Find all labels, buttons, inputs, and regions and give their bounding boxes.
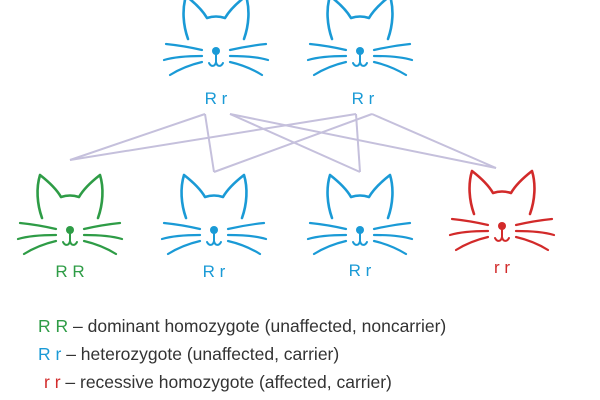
cross-line	[229, 113, 497, 169]
offspring-cat-1-genotype: R R	[55, 262, 84, 281]
cross-line	[371, 113, 497, 169]
parent-cat-1-genotype: R r	[205, 89, 228, 108]
cross-line	[204, 113, 215, 173]
cross-line	[69, 113, 206, 161]
offspring-cat-2-genotype: R r	[203, 262, 226, 281]
legend-description: – recessive homozygote (affected, carrie…	[60, 372, 392, 392]
legend-row: R r – heterozygote (unaffected, carrier)	[38, 340, 446, 368]
cross-line	[69, 113, 357, 161]
parent-cat-2: R r	[306, 0, 414, 108]
offspring-cat-1: R R	[16, 173, 124, 281]
legend-row: r r – recessive homozygote (affected, ca…	[38, 368, 446, 396]
offspring-cat-2: R r	[160, 173, 268, 281]
cat-face-icon	[160, 173, 268, 256]
parent-cat-2-genotype: R r	[352, 89, 375, 108]
cat-face-icon	[16, 173, 124, 256]
parent-cat-1: R r	[162, 0, 270, 108]
legend-row: R R – dominant homozygote (unaffected, n…	[38, 312, 446, 340]
legend-code: r r	[44, 372, 61, 392]
cross-line	[213, 113, 373, 173]
cat-face-icon	[306, 173, 414, 256]
legend-description: – heterozygote (unaffected, carrier)	[61, 344, 340, 364]
legend-code: R R	[38, 316, 69, 336]
offspring-cat-4-genotype: r r	[494, 258, 510, 277]
cross-line	[355, 113, 361, 173]
cat-face-icon	[162, 0, 270, 77]
legend-description: – dominant homozygote (unaffected, nonca…	[68, 316, 447, 336]
offspring-cat-4: r r	[448, 169, 556, 277]
legend-code: R r	[38, 344, 62, 364]
cat-face-icon	[306, 0, 414, 77]
cross-lines	[69, 113, 497, 173]
cats: R r R r R R R r R r r r	[16, 0, 556, 281]
cat-face-icon	[448, 169, 556, 252]
offspring-cat-3: R r	[306, 173, 414, 280]
offspring-cat-3-genotype: R r	[349, 261, 372, 280]
legend: R R – dominant homozygote (unaffected, n…	[38, 312, 446, 396]
